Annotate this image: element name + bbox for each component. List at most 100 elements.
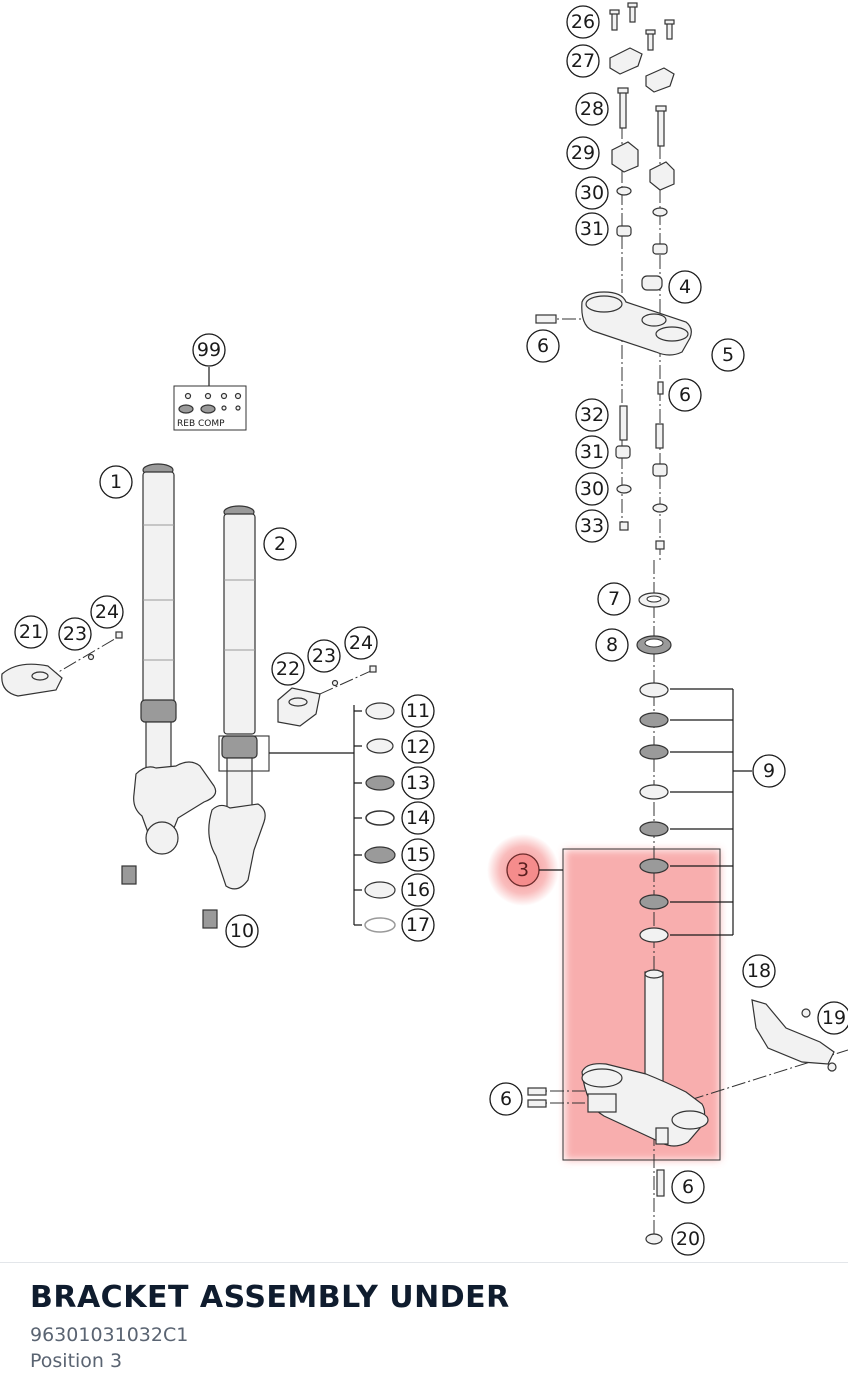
svg-text:22: 22: [276, 658, 300, 680]
callout-30-lower[interactable]: 30: [575, 472, 609, 506]
part-position: Position 3: [30, 1350, 123, 1372]
callout-28[interactable]: 28: [575, 92, 609, 126]
fork-leg-2: [202, 505, 270, 929]
callout-11[interactable]: 11: [401, 694, 435, 728]
svg-text:29: 29: [571, 142, 595, 164]
svg-text:7: 7: [608, 588, 620, 610]
svg-text:31: 31: [580, 218, 604, 240]
callout-5[interactable]: 5: [711, 338, 745, 372]
callout-6-bottom[interactable]: 6: [671, 1170, 705, 1204]
svg-text:24: 24: [95, 601, 119, 623]
callout-20[interactable]: 20: [671, 1222, 705, 1256]
lower-triple-clamp-3[interactable]: [581, 969, 709, 1147]
callout-21[interactable]: 21: [14, 615, 48, 649]
callout-4[interactable]: 4: [668, 270, 702, 304]
callout-18[interactable]: 18: [742, 954, 776, 988]
part-info-panel: BRACKET ASSEMBLY UNDER 96301031032C1 Pos…: [0, 1262, 848, 1390]
callout-24-left[interactable]: 24: [90, 595, 124, 629]
svg-text:23: 23: [63, 623, 87, 645]
guide-21: [1, 631, 123, 697]
kit-label: REB COMP: [177, 419, 225, 429]
svg-text:16: 16: [406, 879, 430, 901]
callout-1[interactable]: 1: [99, 465, 133, 499]
svg-text:5: 5: [722, 344, 734, 366]
callout-23-right[interactable]: 23: [307, 639, 341, 673]
svg-text:6: 6: [537, 335, 549, 357]
svg-text:33: 33: [580, 515, 604, 537]
damper-bracket-18: [751, 999, 837, 1072]
nut-33: [619, 521, 665, 550]
bolt-6-bottom: [656, 1169, 665, 1197]
bushing-31-lower: [615, 445, 668, 477]
svg-text:18: 18: [747, 960, 771, 982]
fork-leg-1: [121, 463, 217, 885]
clamp-27: [609, 47, 675, 93]
callout-19[interactable]: 19: [817, 1001, 848, 1035]
bolt-28: [617, 87, 667, 147]
callout-26[interactable]: 26: [566, 5, 600, 39]
svg-text:12: 12: [406, 736, 430, 758]
callout-27[interactable]: 27: [566, 44, 600, 78]
callout-33[interactable]: 33: [575, 509, 609, 543]
callout-6-lower-left[interactable]: 6: [489, 1082, 523, 1116]
callout-12[interactable]: 12: [401, 730, 435, 764]
svg-text:3: 3: [517, 859, 529, 881]
svg-text:20: 20: [676, 1228, 700, 1250]
part-number: 96301031032C1: [30, 1324, 189, 1346]
callout-7[interactable]: 7: [597, 582, 631, 616]
adjuster-kit-99: REB COMP: [173, 367, 247, 431]
svg-text:31: 31: [580, 441, 604, 463]
callout-22[interactable]: 22: [271, 652, 305, 686]
bearing-kit-9-stack: [639, 682, 669, 943]
part-title: BRACKET ASSEMBLY UNDER: [30, 1280, 510, 1315]
callout-32[interactable]: 32: [575, 398, 609, 432]
bolt-26-left: [609, 9, 620, 31]
callout-29[interactable]: 29: [566, 136, 600, 170]
washer-30-lower: [616, 484, 668, 513]
callout-2[interactable]: 2: [263, 527, 297, 561]
svg-text:21: 21: [19, 621, 43, 643]
callout-17[interactable]: 17: [401, 908, 435, 942]
callout-31-top[interactable]: 31: [575, 212, 609, 246]
callout-24-right[interactable]: 24: [344, 626, 378, 660]
callout-14[interactable]: 14: [401, 801, 435, 835]
svg-text:4: 4: [679, 276, 691, 298]
callout-99[interactable]: 99: [192, 333, 226, 367]
guide-22: [277, 665, 377, 727]
svg-text:32: 32: [580, 404, 604, 426]
seal-kit-parts: [364, 702, 396, 933]
callout-3-selected[interactable]: 3: [506, 853, 540, 887]
callout-15[interactable]: 15: [401, 838, 435, 872]
svg-text:17: 17: [406, 914, 430, 936]
pin-32: [619, 405, 664, 449]
svg-text:24: 24: [349, 632, 373, 654]
svg-text:11: 11: [406, 700, 430, 722]
callout-10[interactable]: 10: [225, 914, 259, 948]
callout-8[interactable]: 8: [595, 628, 629, 662]
svg-text:2: 2: [274, 533, 286, 555]
callout-31-lower[interactable]: 31: [575, 435, 609, 469]
fork-pinch-axis-left: [44, 636, 119, 681]
callout-6-mid[interactable]: 6: [668, 378, 702, 412]
svg-text:19: 19: [822, 1007, 846, 1029]
svg-text:15: 15: [406, 844, 430, 866]
seal-7: [638, 592, 670, 608]
bolt-26-right: [627, 2, 675, 51]
callout-13[interactable]: 13: [401, 766, 435, 800]
bearing-8: [636, 635, 672, 655]
svg-text:30: 30: [580, 182, 604, 204]
callout-9[interactable]: 9: [752, 754, 786, 788]
svg-text:99: 99: [197, 339, 221, 361]
bushing-31-top: [616, 225, 668, 255]
svg-text:23: 23: [312, 645, 336, 667]
callout-16[interactable]: 16: [401, 873, 435, 907]
callout-23-left[interactable]: 23: [58, 617, 92, 651]
svg-text:14: 14: [406, 807, 430, 829]
svg-text:30: 30: [580, 478, 604, 500]
callout-6-top[interactable]: 6: [526, 329, 560, 363]
exploded-parts-diagram: REB COMP: [1, 2, 848, 1256]
svg-text:8: 8: [606, 634, 618, 656]
svg-text:9: 9: [763, 760, 775, 782]
washer-30-top: [616, 186, 668, 217]
callout-30-top[interactable]: 30: [575, 176, 609, 210]
